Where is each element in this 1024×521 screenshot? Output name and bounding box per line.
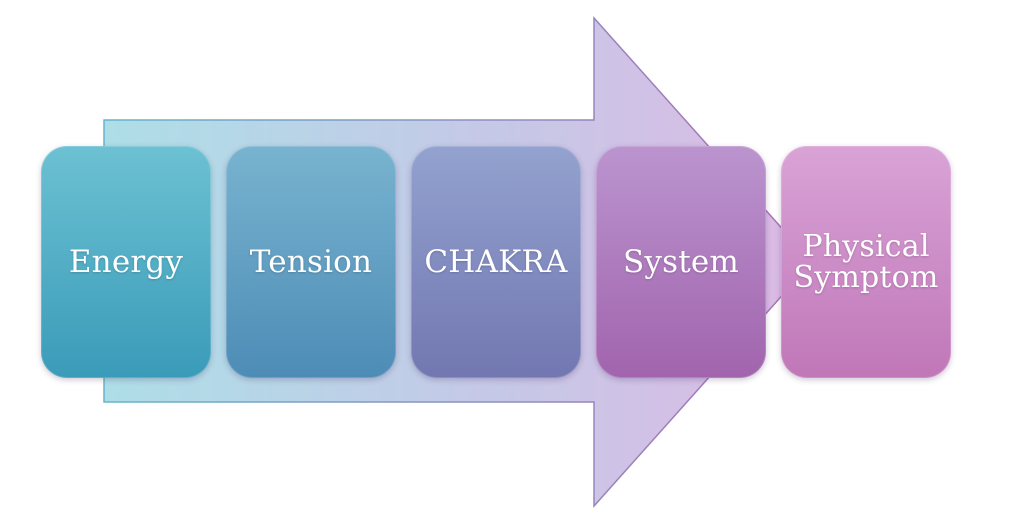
step-physical-symptom-label: Physical Symptom xyxy=(793,228,939,295)
step-chakra-label: CHAKRA xyxy=(424,243,568,280)
step-tension: Tension xyxy=(226,146,396,378)
step-chakra: CHAKRA xyxy=(411,146,581,378)
step-physical-symptom: Physical Symptom xyxy=(781,146,951,378)
step-energy: Energy xyxy=(41,146,211,378)
step-system-label: System xyxy=(622,243,740,280)
step-tension-label: Tension xyxy=(249,243,373,280)
step-energy-label: Energy xyxy=(68,243,184,280)
step-system: System xyxy=(596,146,766,378)
